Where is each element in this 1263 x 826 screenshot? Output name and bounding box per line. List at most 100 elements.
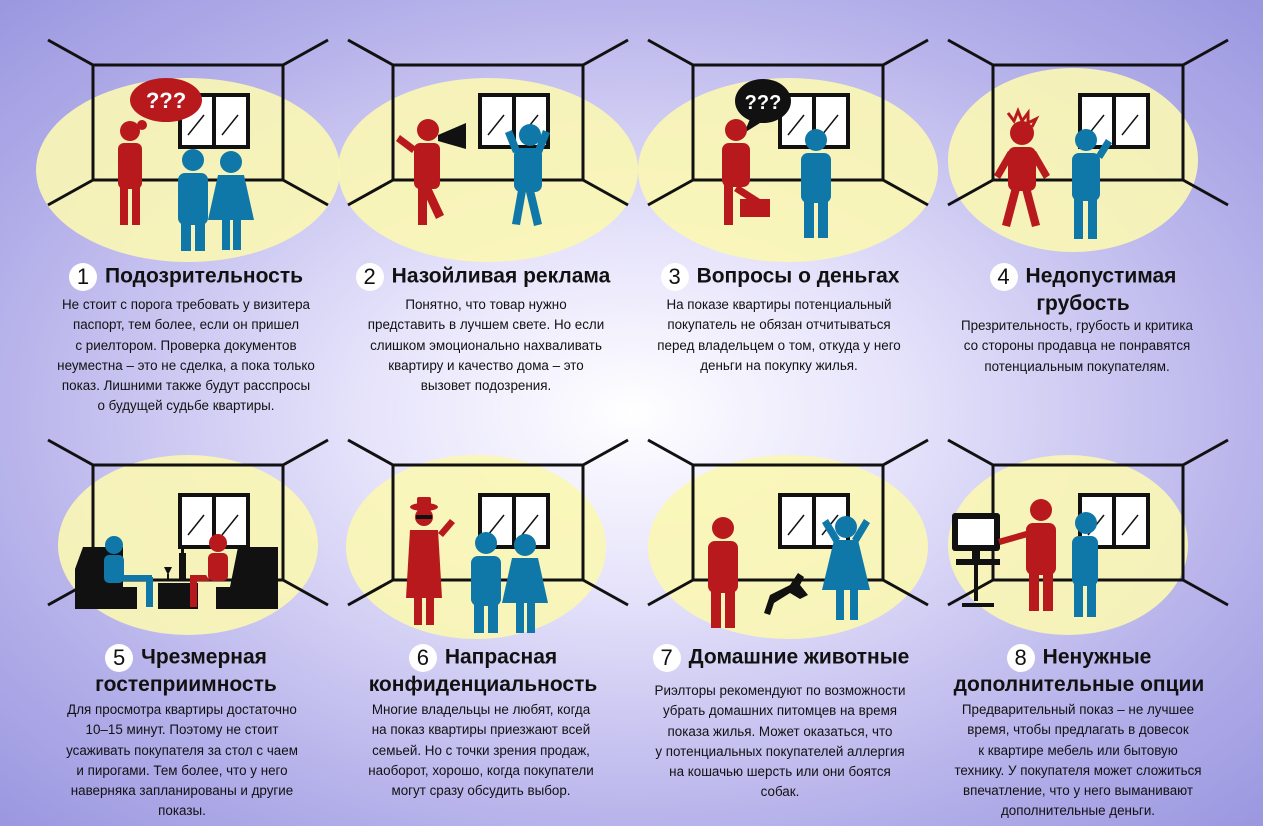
seller-stepping-icon — [722, 119, 770, 225]
buyer-figure-icon — [801, 129, 831, 238]
tip-2-line: слишком эмоционально нахваливать — [370, 337, 602, 353]
tip-7-line: показа жилья. Может оказаться, что — [667, 723, 893, 739]
tip-7-line: Риэлторы рекомендуют по возможности — [654, 683, 906, 698]
tip-3-line: На показе квартиры потенциальный — [666, 297, 892, 312]
tip-7-line: собак. — [760, 784, 800, 800]
tip-2-line: квартиру и качество дома – это — [388, 357, 584, 373]
scene-8-illustration — [938, 435, 1238, 665]
tip-2-line: вызовет подозрения. — [420, 378, 552, 394]
seller-shouting-icon — [994, 106, 1050, 227]
tip-6-line: семьей. Но с точки зрения продаж, — [372, 742, 590, 758]
tip-1-line: показ. Лишними также будут расспросы — [61, 378, 311, 394]
scene-7-illustration — [638, 435, 938, 665]
tip-3-line: деньги на покупку жилья. — [700, 357, 858, 373]
tip-4-title-line2: грубость — [1036, 292, 1130, 315]
tip-1-line: неуместна – это не сделка, а пока только — [57, 357, 315, 373]
tip-6-line: могут сразу обсудить выбор. — [391, 783, 571, 799]
tip-7-number: 7 — [652, 644, 681, 672]
tip-3-line: покупатель не обязан отчитываться — [667, 317, 891, 333]
scene-2-illustration — [338, 35, 638, 265]
scene-3-illustration: ??? — [638, 35, 938, 265]
seller-figure-icon — [708, 517, 738, 628]
tip-7-line: на кошачью шерсть или они боятся — [669, 764, 891, 780]
svg-text:???: ??? — [146, 88, 186, 113]
scene-6-illustration — [338, 435, 638, 665]
tip-8-number: 8 — [1006, 644, 1035, 672]
tip-6-number: 6 — [408, 644, 437, 672]
buyer-scared-icon — [822, 516, 870, 620]
tip-8-description: Предварительный показ – не лучшее время,… — [933, 700, 1223, 822]
buyer-covering-ears-icon — [505, 124, 550, 226]
scene-5-illustration — [38, 435, 338, 665]
tip-5-title: 5 Чрезмерная гостеприимность — [36, 644, 336, 697]
tip-1-description: Не стоит с порога требовать у визитера п… — [41, 295, 331, 417]
tip-1-line: с риелтором. Проверка документов — [75, 337, 297, 353]
buyer-thinking-icon — [1072, 512, 1098, 617]
tv-icon — [952, 513, 1000, 607]
tip-8-title-line1: Ненужные — [1042, 645, 1152, 669]
tip-5-title-line1: Чрезмерная — [141, 645, 267, 669]
tip-5-title-line2: гостеприимность — [95, 673, 277, 696]
tip-5-line: наверняка запланированы и другие — [70, 783, 294, 799]
tip-4-description: Презрительность, грубость и критика со с… — [932, 316, 1222, 377]
tip-3-description: На показе квартиры потенциальный покупат… — [634, 295, 924, 376]
tip-3-title: 3 Вопросы о деньгах — [630, 263, 930, 291]
tip-2-line: Понятно, что товар нужно — [405, 297, 567, 312]
seller-pointing-icon — [998, 499, 1056, 611]
tip-8-line: технику. У покупателя может сложиться — [954, 762, 1202, 778]
seller-figure-icon — [118, 121, 142, 225]
tip-8-line: дополнительные деньги. — [1000, 803, 1156, 819]
tip-4-title-line1: Недопустимая — [1025, 264, 1177, 288]
svg-text:???: ??? — [745, 92, 782, 114]
tip-2-number: 2 — [355, 263, 384, 291]
tip-3-title-text: Вопросы о деньгах — [696, 264, 900, 288]
tip-4-title: 4 Недопустимая грубость — [933, 263, 1233, 316]
seller-spy-icon — [406, 497, 455, 625]
tip-7-title: 7 Домашние животные — [626, 644, 936, 672]
dog-icon — [764, 573, 808, 615]
tip-6-title-line1: Напрасная — [444, 645, 558, 669]
tip-1-line: Не стоит с порога требовать у визитера — [62, 297, 310, 312]
tip-7-title-text: Домашние животные — [688, 645, 910, 669]
tip-1-title: 1 Подозрительность — [36, 263, 336, 291]
tip-8-line: впечатление, что у него выманивают — [962, 783, 1194, 799]
tip-5-number: 5 — [105, 644, 134, 672]
seller-megaphone-icon — [396, 119, 466, 225]
tip-6-description: Многие владельцы не любят, когда на пока… — [336, 700, 626, 801]
tip-5-line: Для просмотра квартиры достаточно — [67, 702, 297, 717]
tip-2-description: Понятно, что товар нужно представить в л… — [341, 295, 631, 396]
tip-5-line: 10–15 минут. Поэтому не стоит — [85, 722, 279, 738]
tip-3-line: перед владельцем о том, откуда у него — [657, 337, 901, 353]
seller-seated-icon — [190, 534, 228, 607]
tip-4-line: со стороны продавца не понравятся — [963, 338, 1191, 354]
tip-8-line: время, чтобы предлагать в довесок — [967, 722, 1189, 738]
tip-5-line: усаживать покупателя за стол с чаем — [66, 742, 298, 758]
buyer-couple-icon — [178, 149, 254, 251]
tip-7-line: у потенциальных покупателей аллергия — [655, 743, 905, 759]
buyer-seated-icon — [104, 536, 153, 607]
tip-6-line: на показ квартиры приезжают всей — [371, 722, 591, 738]
tip-5-description: Для просмотра квартиры достаточно 10–15 … — [37, 700, 327, 822]
tip-3-number: 3 — [660, 263, 689, 291]
question-bubble-icon: ??? — [130, 78, 202, 136]
tip-6-line: наоборот, хорошо, когда покупатели — [368, 762, 594, 778]
tip-4-number: 4 — [989, 263, 1018, 291]
buyer-facepalm-icon — [1072, 129, 1112, 239]
tip-4-line: Презрительность, грубость и критика — [960, 318, 1194, 333]
scene-1-illustration: ??? — [36, 35, 340, 265]
tip-1-number: 1 — [68, 263, 97, 291]
tip-7-line: убрать домашних питомцев на время — [662, 703, 898, 719]
tip-1-line: о будущей судьбе квартиры. — [97, 398, 275, 414]
tip-5-line: и пирогами. Тем более, что у него — [76, 762, 288, 778]
question-bubble-icon: ??? — [735, 79, 791, 133]
tip-6-line: Многие владельцы не любят, когда — [371, 702, 591, 717]
tip-2-line: представить в лучшем свете. Но если — [367, 317, 605, 333]
tip-8-line: к квартире мебель или бытовую — [978, 742, 1178, 758]
tip-8-line: Предварительный показ – не лучшее — [961, 702, 1195, 717]
window-icon — [478, 493, 550, 549]
buyer-couple-icon — [471, 532, 548, 633]
tip-1-title-text: Подозрительность — [104, 264, 304, 288]
